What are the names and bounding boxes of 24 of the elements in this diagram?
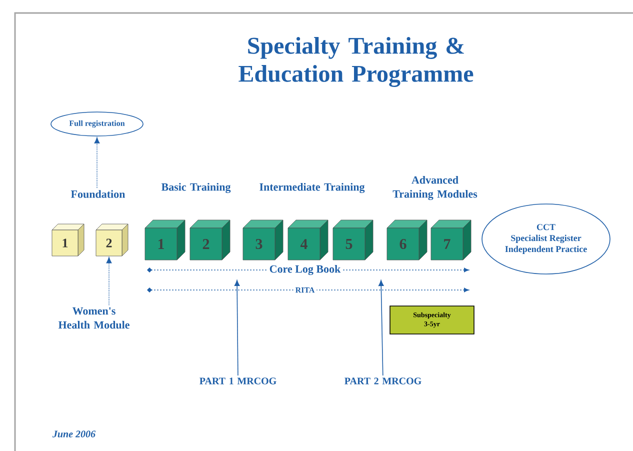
cube: 3	[242, 220, 284, 260]
stage-label: Foundation	[70, 190, 126, 198]
span-label: RITA	[293, 285, 317, 295]
span-label: Core Log Book	[267, 262, 343, 278]
phase-heading: Intermediate Training	[260, 182, 365, 194]
stage-label: PART 1 MRCOG	[200, 378, 276, 384]
cube: 1	[144, 220, 186, 260]
stage-label: Women's Health Module	[58, 307, 130, 329]
date-label: June 2006	[52, 430, 96, 438]
cube: 4	[288, 220, 328, 260]
cube: 6	[386, 220, 428, 260]
phase-heading: Basic Training	[161, 182, 231, 194]
arrow	[378, 280, 384, 376]
cube: 2	[96, 224, 128, 256]
arrow	[94, 137, 100, 188]
arrow	[234, 280, 240, 376]
stage-label: PART 2 MRCOG	[344, 378, 422, 384]
cube: 2	[190, 220, 230, 260]
phase-heading: Advanced Training Modules	[392, 176, 478, 200]
arrow	[106, 257, 112, 306]
cube: 5	[332, 220, 374, 260]
title: Specialty Training & Education Programme	[238, 37, 474, 87]
cube: 7	[430, 220, 472, 260]
cube: 1	[52, 224, 84, 256]
